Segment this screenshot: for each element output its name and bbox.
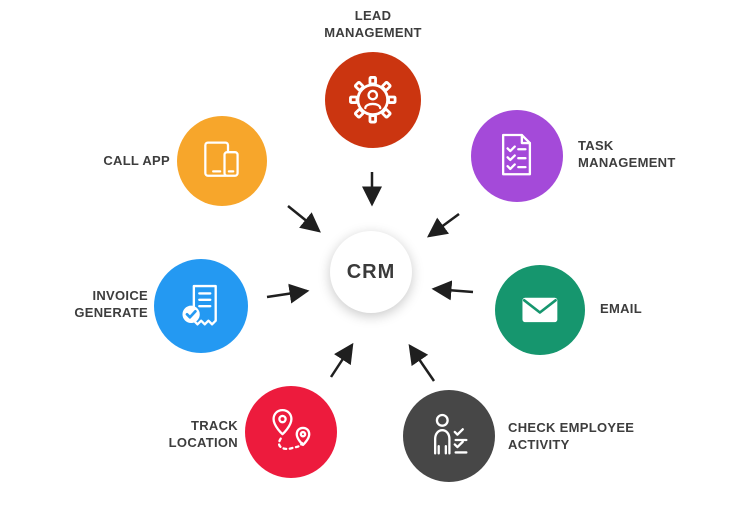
node-lead-management: [325, 52, 421, 148]
gear-person-icon: [349, 76, 397, 124]
label-lead-management: LEAD MANAGEMENT: [324, 8, 422, 40]
label-call-app: CALL APP: [103, 153, 170, 168]
devices-icon: [204, 141, 239, 177]
node-task-management: [471, 110, 563, 202]
email-circle: [495, 265, 585, 355]
arrow-employee-to-center: [408, 343, 436, 382]
crm-center-node: CRM: [330, 231, 412, 313]
node-email: [495, 265, 585, 355]
label-task-management: TASK MANAGEMENT: [578, 138, 676, 170]
arrow-task-to-center: [426, 212, 460, 238]
node-check-employee-activity: [403, 390, 495, 482]
crm-center-label: CRM: [346, 260, 396, 283]
node-track-location: [245, 386, 337, 478]
invoice-generate-circle: [154, 259, 248, 353]
arrow-email-to-center: [431, 280, 474, 301]
employee-checklist-icon: [434, 414, 468, 455]
call-app-circle: [177, 116, 267, 206]
arrow-invoice-to-center: [266, 283, 310, 304]
label-invoice-generate: INVOICE GENERATE: [74, 288, 148, 320]
node-invoice-generate: [154, 259, 248, 353]
check-employee-activity-circle: [403, 390, 495, 482]
arrow-track-to-center: [329, 342, 354, 378]
lead-management-circle: [325, 52, 421, 148]
map-route-icon: [272, 409, 311, 451]
track-location-circle: [245, 386, 337, 478]
arrow-call-to-center: [287, 205, 321, 233]
label-check-employee-activity: CHECK EMPLOYEE ACTIVITY: [508, 420, 635, 452]
task-management-circle: [471, 110, 563, 202]
invoice-check-icon: [182, 284, 217, 326]
label-track-location: TRACK LOCATION: [168, 418, 238, 450]
label-email: EMAIL: [600, 301, 642, 316]
envelope-icon: [522, 297, 558, 323]
checklist-document-icon: [502, 134, 532, 176]
node-call-app: [177, 116, 267, 206]
